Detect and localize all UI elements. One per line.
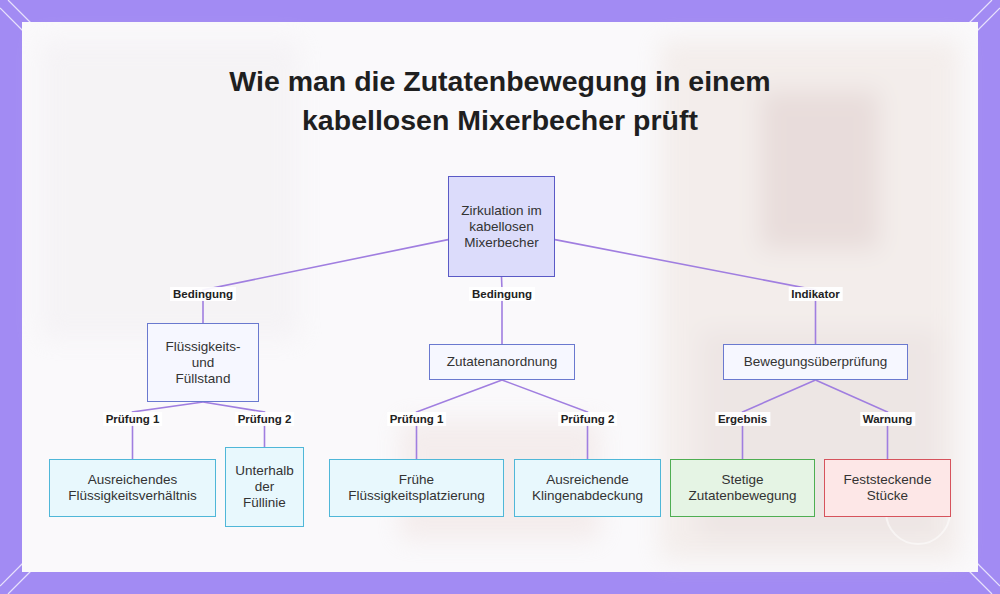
node-text: Stetige Zutatenbewegung — [685, 472, 800, 504]
edge-label: Warnung — [860, 412, 915, 426]
warning-box: Feststeckende Stücke — [824, 459, 951, 517]
node-text: Ausreichende Klingenabdeckung — [527, 472, 648, 504]
condition-box: Flüssigkeits- und Füllstand — [147, 323, 259, 402]
result-box: Stetige Zutatenbewegung — [670, 459, 815, 517]
node-text: Flüssigkeits- und Füllstand — [166, 339, 241, 387]
edge-label: Indikator — [788, 287, 843, 301]
blurred-photo — [40, 40, 960, 560]
edge-label: Bedingung — [469, 287, 535, 301]
connector-line — [203, 240, 448, 323]
node-text: Zirkulation im kabellosen Mixerbecher — [459, 203, 544, 251]
node-text: Bewegungsüberprüfung — [744, 354, 887, 370]
edge-label: Prüfung 2 — [235, 412, 295, 426]
edge-label: Prüfung 1 — [103, 412, 163, 426]
connector-line — [133, 402, 204, 459]
check-box: Frühe Flüssigkeitsplatzierung — [329, 459, 504, 517]
check-box: Unterhalb der Füllinie — [225, 447, 304, 527]
edge-label: Ergebnis — [715, 412, 770, 426]
diagram-title: Wie man die Zutatenbewegung in einem kab… — [195, 62, 805, 140]
connector-line — [555, 240, 816, 344]
edge-label: Bedingung — [170, 287, 236, 301]
panel — [22, 22, 978, 572]
edge-label: Prüfung 2 — [558, 412, 618, 426]
node-text: Ausreichendes Flüssigkeitsverhältnis — [58, 472, 207, 504]
edge-label: Prüfung 1 — [387, 412, 447, 426]
node-text: Feststeckende Stücke — [837, 472, 938, 504]
condition-box: Zutatenanordnung — [429, 344, 575, 380]
check-box: Ausreichende Klingenabdeckung — [514, 459, 661, 517]
root-box: Zirkulation im kabellosen Mixerbecher — [448, 176, 555, 277]
indicator-box: Bewegungsüberprüfung — [723, 344, 908, 380]
node-text: Unterhalb der Füllinie — [234, 463, 295, 511]
node-text: Zutatenanordnung — [447, 354, 557, 370]
check-box: Ausreichendes Flüssigkeitsverhältnis — [49, 459, 216, 517]
node-text: Frühe Flüssigkeitsplatzierung — [344, 472, 489, 504]
